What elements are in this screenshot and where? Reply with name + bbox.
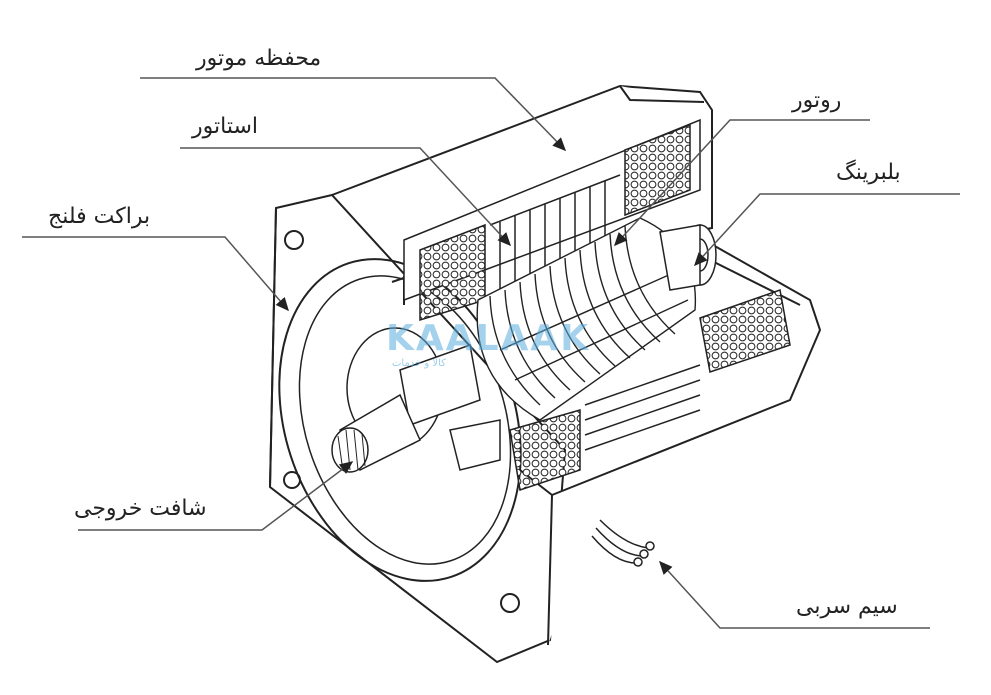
- leader-lines: [22, 77, 960, 629]
- watermark-logo: KAALAAK: [386, 318, 591, 359]
- leader-output-shaft: [78, 461, 354, 531]
- label-rotor: روتور: [792, 88, 842, 113]
- label-motor-housing: محفظه موتور: [196, 46, 322, 71]
- label-flange-bracket: براکت فلنج: [48, 204, 151, 229]
- stator-part: [403, 118, 791, 491]
- leader-bearing: [693, 193, 960, 267]
- leader-rotor: [613, 119, 870, 247]
- output-shaft-part: [331, 327, 501, 473]
- label-output-shaft: شافت خروجی: [74, 496, 207, 521]
- label-stator: استاتور: [192, 114, 258, 139]
- watermark-tagline: کالا و خدمات: [392, 358, 446, 369]
- label-lead-wire: سیم سربی: [796, 594, 898, 619]
- label-bearing: بلبرینگ: [836, 160, 901, 185]
- leader-motor-housing: [140, 77, 567, 152]
- bearing-part: [659, 224, 717, 291]
- leader-stator: [180, 147, 512, 247]
- lead-wire-part: [591, 519, 655, 567]
- leader-flange-bracket: [22, 236, 289, 312]
- leader-lead-wire: [658, 560, 930, 629]
